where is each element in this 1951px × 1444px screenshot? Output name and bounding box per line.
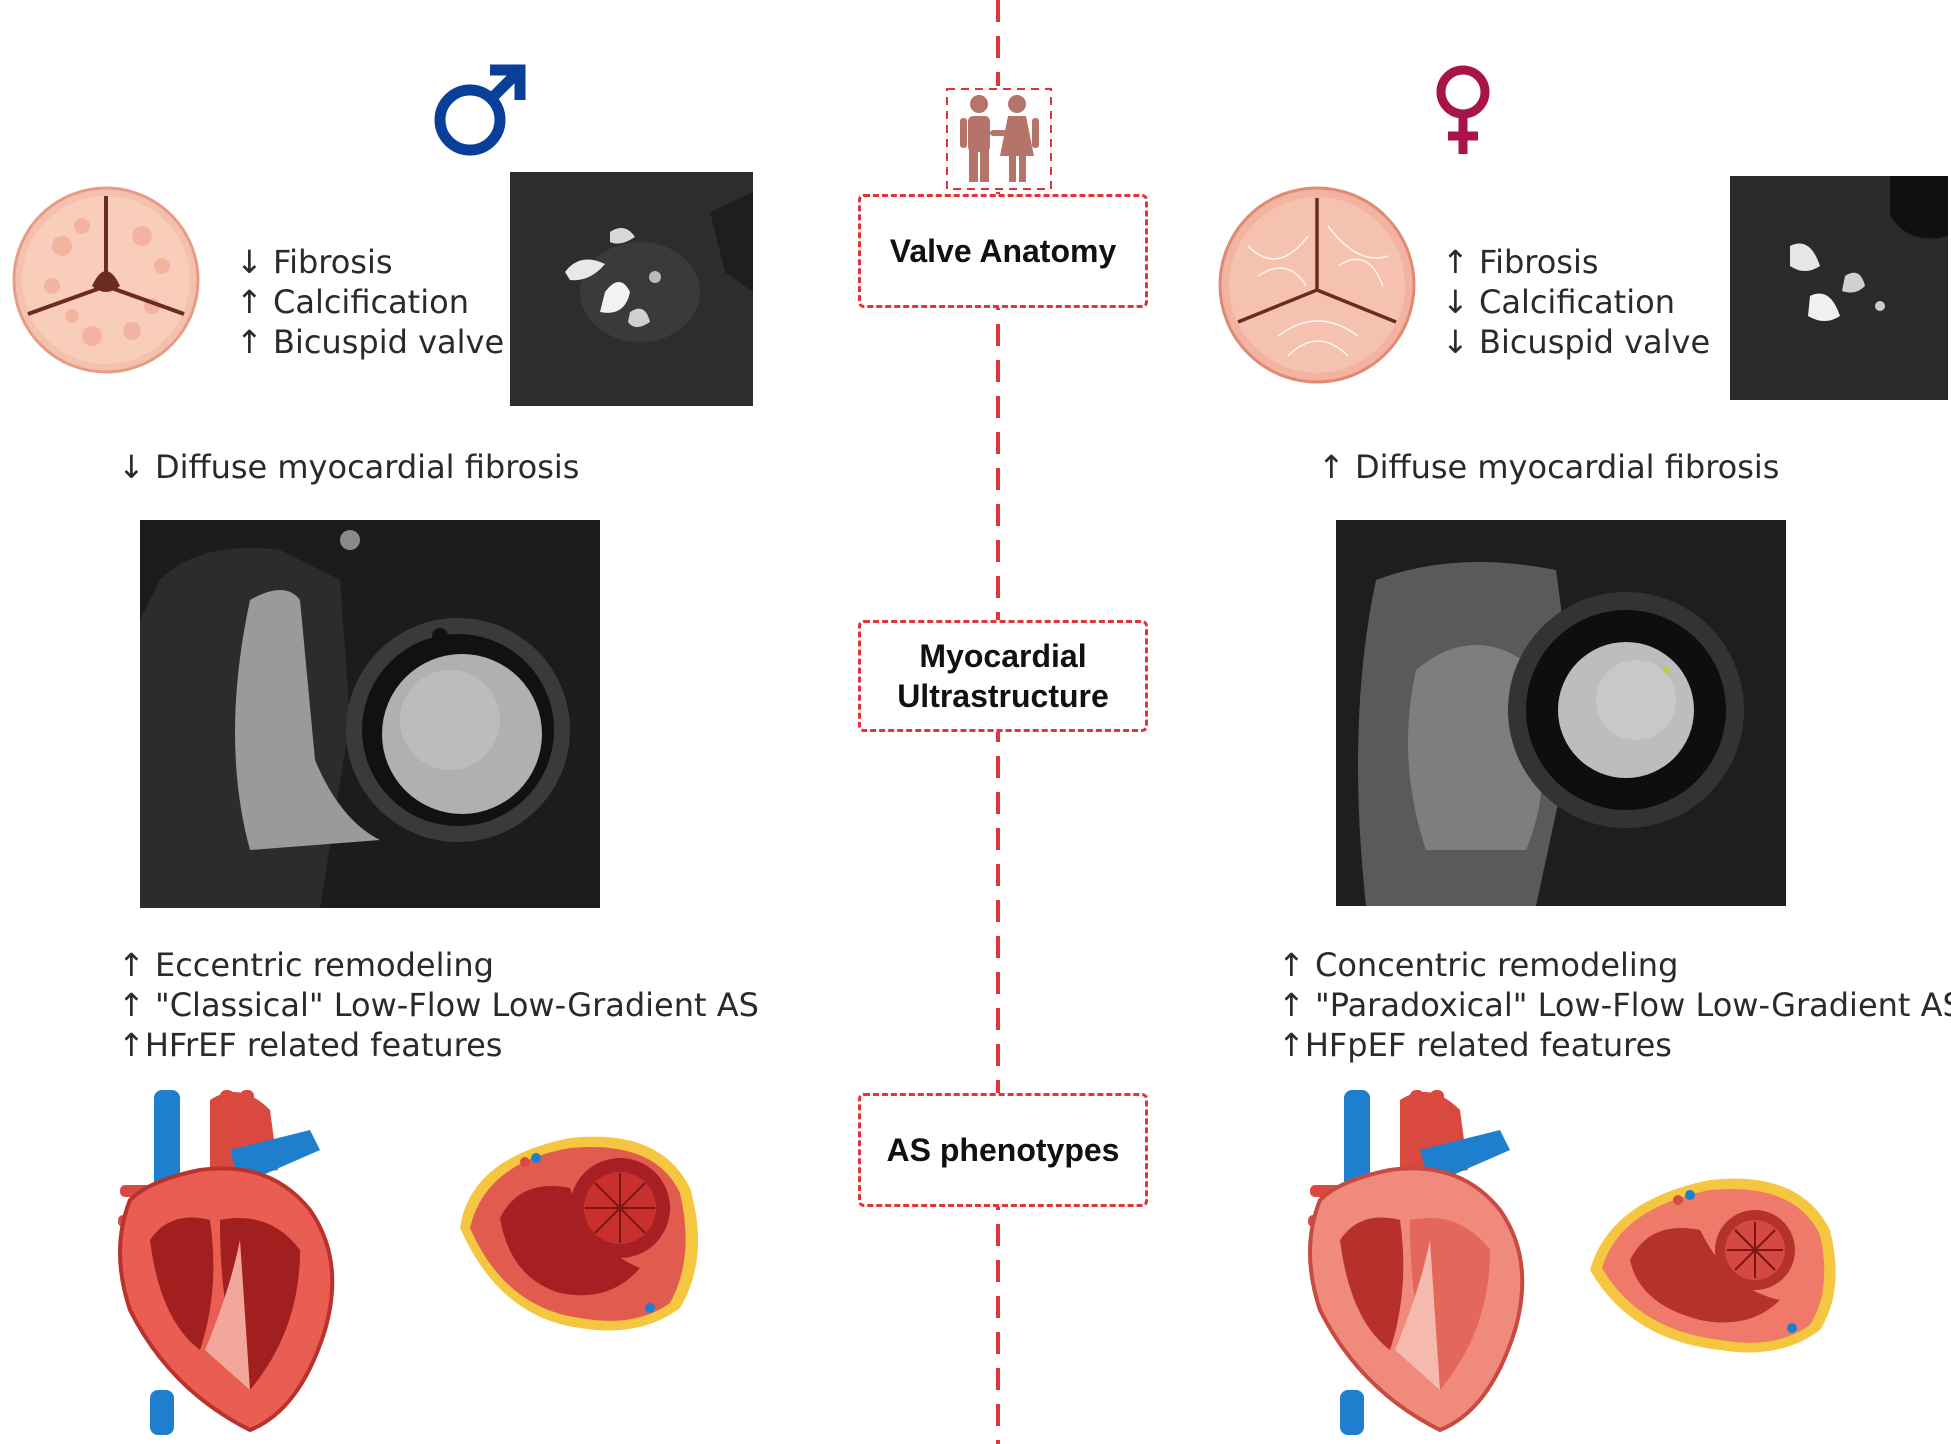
- female-phenotype-trait-1: ↑ Concentric remodeling: [1278, 946, 1679, 984]
- male-phenotype-trait-1: ↑ Eccentric remodeling: [118, 946, 494, 984]
- as-phenotypes-label: AS phenotypes: [858, 1093, 1148, 1207]
- male-phenotype-traits: ↑ Eccentric remodeling ↑ "Classical" Low…: [118, 945, 759, 1065]
- female-symbol-icon: [1436, 65, 1490, 154]
- male-valve-trait-2: ↑ Calcification: [236, 283, 469, 321]
- female-tricuspid-valve-illustration: [1218, 186, 1416, 384]
- male-cardiac-mri-image: [140, 520, 600, 908]
- female-valve-trait-3: ↓ Bicuspid valve: [1442, 323, 1711, 361]
- valve-anatomy-label: Valve Anatomy: [858, 194, 1148, 308]
- male-phenotype-trait-3: ↑HFrEF related features: [118, 1026, 503, 1064]
- male-valve-traits: ↓ Fibrosis ↑ Calcification ↑ Bicuspid va…: [236, 242, 504, 362]
- female-phenotype-trait-3: ↑HFpEF related features: [1278, 1026, 1672, 1064]
- female-phenotype-trait-2: ↑ "Paradoxical" Low-Flow Low-Gradient AS: [1278, 986, 1951, 1024]
- female-ventricle-cross-section: [1590, 1178, 1836, 1353]
- valve-anatomy-text: Valve Anatomy: [889, 233, 1117, 269]
- female-cardiac-mri-image: [1336, 520, 1786, 906]
- couple-icon: [944, 86, 1054, 192]
- male-ventricle-cross-section: [460, 1136, 698, 1331]
- male-heart-illustration: [118, 1090, 335, 1435]
- female-valve-trait-1: ↑ Fibrosis: [1442, 243, 1599, 281]
- myocardial-text-line2: Ultrastructure: [897, 678, 1109, 714]
- female-heart-illustration: [1308, 1090, 1525, 1435]
- female-valve-trait-2: ↓ Calcification: [1442, 283, 1675, 321]
- male-symbol-icon: [434, 64, 526, 156]
- female-phenotype-traits: ↑ Concentric remodeling ↑ "Paradoxical" …: [1278, 945, 1951, 1065]
- male-myocardial-fibrosis-text: ↓ Diffuse myocardial fibrosis: [118, 448, 580, 486]
- myocardial-ultrastructure-label: Myocardial Ultrastructure: [858, 620, 1148, 732]
- as-phenotypes-text: AS phenotypes: [886, 1132, 1120, 1168]
- male-valve-trait-3: ↑ Bicuspid valve: [236, 323, 505, 361]
- myocardial-text-line1: Myocardial: [919, 638, 1087, 674]
- male-phenotype-trait-2: ↑ "Classical" Low-Flow Low-Gradient AS: [118, 986, 759, 1024]
- female-valve-traits: ↑ Fibrosis ↓ Calcification ↓ Bicuspid va…: [1442, 242, 1710, 362]
- male-valve-trait-1: ↓ Fibrosis: [236, 243, 393, 281]
- male-tricuspid-valve-illustration: [12, 186, 200, 374]
- male-valve-ct-image: [510, 172, 753, 406]
- female-myocardial-fibrosis-text: ↑ Diffuse myocardial fibrosis: [1318, 448, 1780, 486]
- female-valve-ct-image: [1730, 176, 1948, 400]
